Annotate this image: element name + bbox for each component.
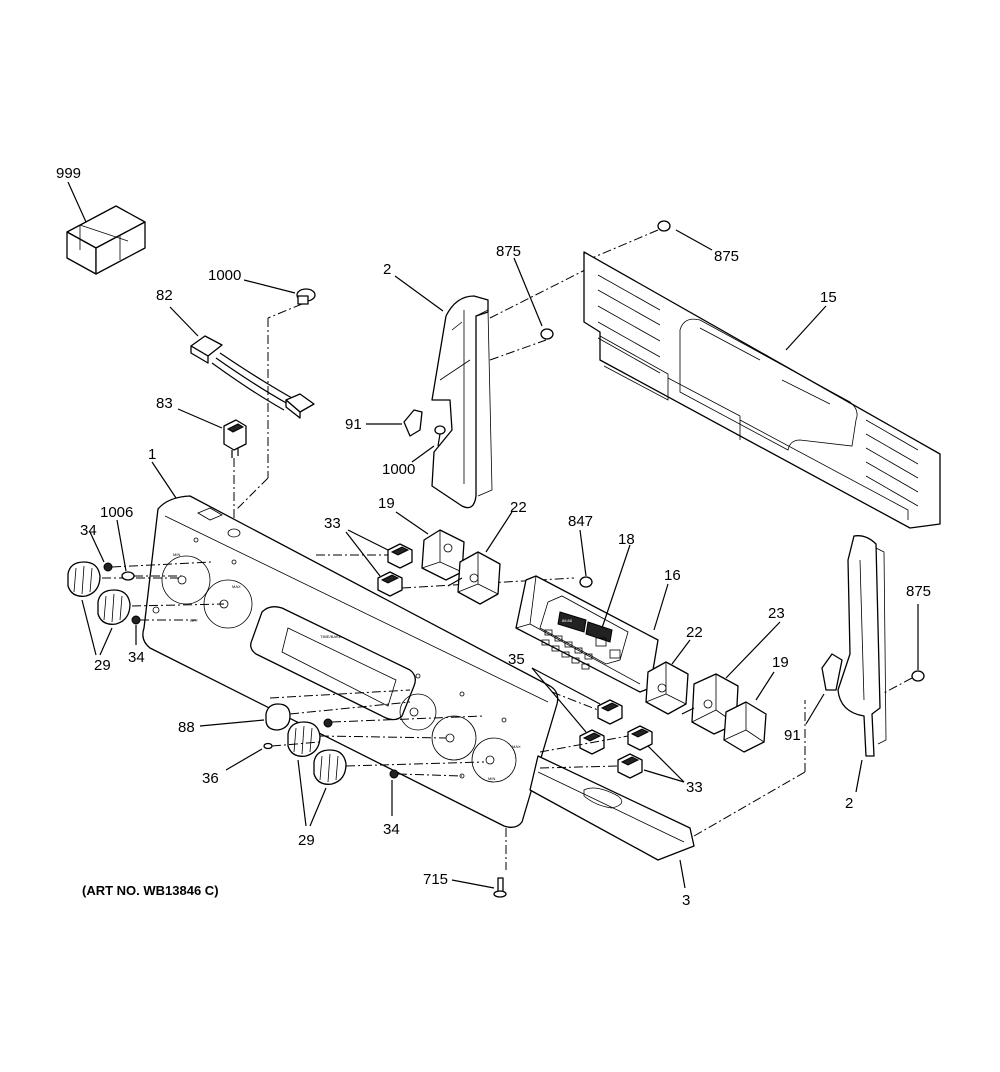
callout-22-mid: 22	[686, 624, 703, 641]
callout-999: 999	[56, 165, 81, 182]
dial1-min: MIN	[173, 552, 180, 557]
part-2-bracket-right	[805, 535, 925, 793]
callout-33-bottom: 33	[686, 779, 703, 796]
panel-bake-label: TIME/BAKE	[320, 634, 342, 639]
part-29-knobs-left	[67, 561, 225, 656]
callout-18: 18	[618, 531, 635, 548]
callout-875-top: 875	[496, 243, 521, 260]
callout-34-left: 34	[80, 522, 97, 539]
callout-88: 88	[178, 719, 195, 736]
clock-display: 88:88	[562, 618, 573, 623]
part-82-harness	[169, 306, 315, 419]
callout-29-bottom: 29	[298, 832, 315, 849]
callout-715: 715	[423, 871, 448, 888]
dial2-max: MAX	[232, 584, 241, 589]
callout-83: 83	[156, 395, 173, 412]
dial5-max: MAX	[512, 744, 521, 749]
callout-34-left2: 34	[128, 649, 145, 666]
part-2-bracket-left	[366, 275, 493, 509]
part-33-19-22-upper	[316, 511, 575, 605]
callout-2-top: 2	[383, 261, 391, 278]
part-16-clock-control: 88:88	[515, 529, 669, 693]
callout-29-left: 29	[94, 657, 111, 674]
callout-33-top: 33	[324, 515, 341, 532]
callout-35: 35	[508, 651, 525, 668]
part-34-1006-screws-left	[89, 519, 213, 645]
callout-91-top: 91	[345, 416, 362, 433]
callout-847: 847	[568, 513, 593, 530]
part-999-box	[66, 181, 146, 275]
callout-1000-top: 1000	[208, 267, 241, 284]
callout-2-right: 2	[845, 795, 853, 812]
callout-36: 36	[202, 770, 219, 787]
callout-19-right: 19	[772, 654, 789, 671]
part-1-control-panel: TIME/BAKE MIN MAX OFF MIN MAX	[142, 461, 559, 870]
part-15-back-panel	[583, 251, 941, 529]
art-number: (ART NO. WB13846 C)	[82, 883, 219, 898]
callout-16: 16	[664, 567, 681, 584]
callout-22-top: 22	[510, 499, 527, 516]
part-715-screw	[451, 877, 507, 898]
callout-875-right-top: 875	[714, 248, 739, 265]
callout-19-top: 19	[378, 495, 395, 512]
callout-82: 82	[156, 287, 173, 304]
part-83-switch	[177, 408, 247, 527]
callout-1006: 1006	[100, 504, 133, 521]
part-1000-screw-top	[235, 279, 316, 511]
part-knobs-bottom	[199, 689, 485, 827]
part-875-screws-top	[489, 220, 713, 361]
callout-3: 3	[682, 892, 690, 909]
callout-15: 15	[820, 289, 837, 306]
part-22-23-19-lower	[531, 621, 781, 783]
dial5-min: MIN	[488, 776, 495, 781]
callout-34-bottom: 34	[383, 821, 400, 838]
callout-1000-mid: 1000	[382, 461, 415, 478]
callout-1: 1	[148, 446, 156, 463]
callout-875-right: 875	[906, 583, 931, 600]
callout-labels: 999 1000 82 83 1 1006 34 29 34 2 875 875…	[56, 165, 931, 909]
callout-23: 23	[768, 605, 785, 622]
callout-91-right: 91	[784, 727, 801, 744]
part-3-trim	[529, 700, 806, 889]
